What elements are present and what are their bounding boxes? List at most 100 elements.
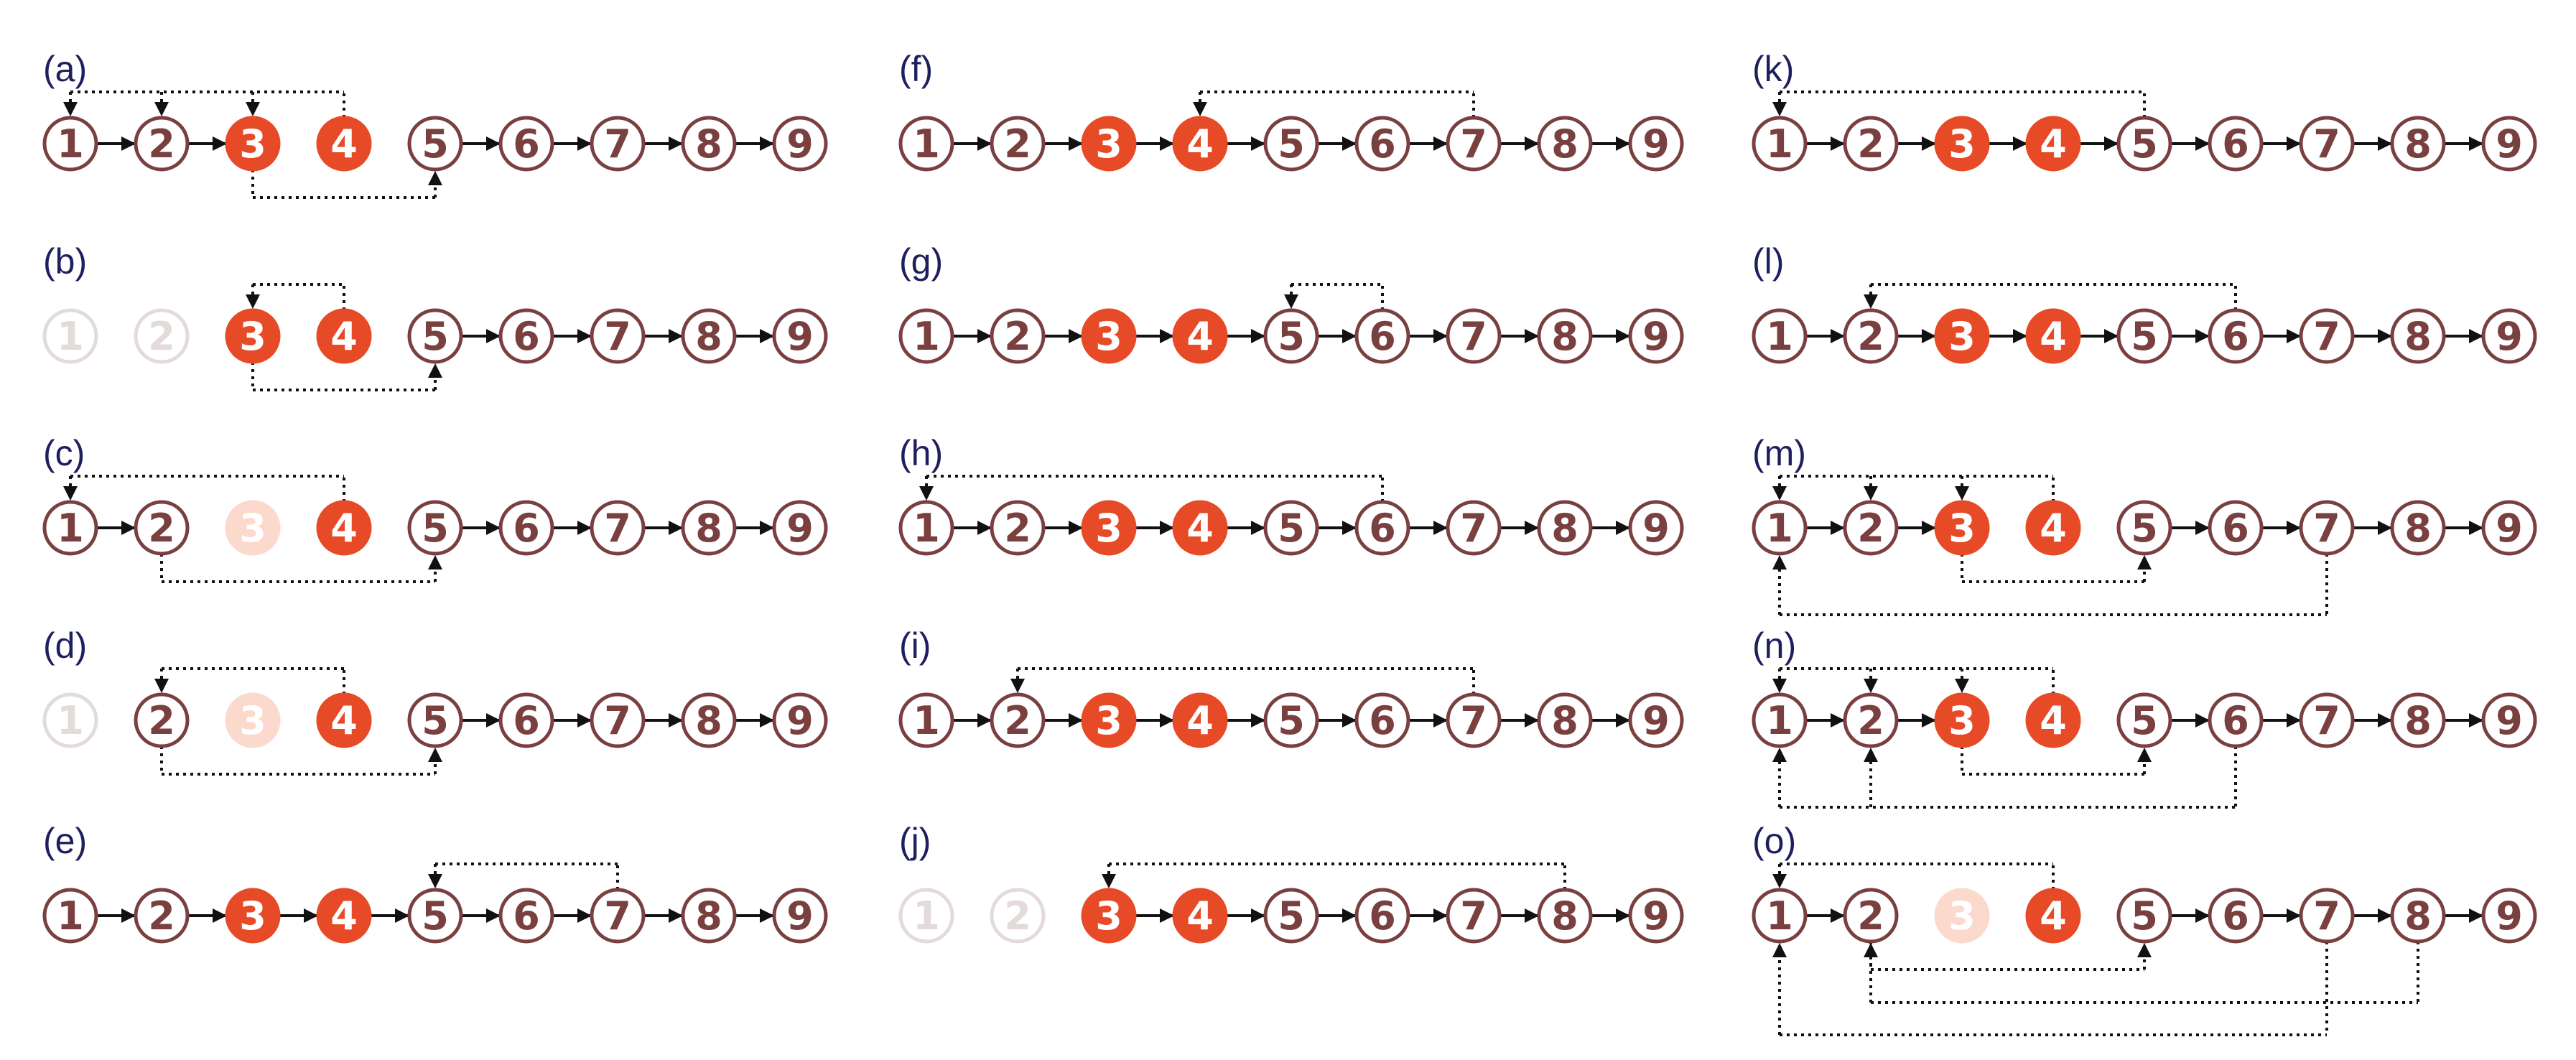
node-number: 8: [695, 698, 722, 743]
node-5: 5: [407, 116, 463, 172]
node-number: 4: [330, 314, 358, 359]
jump-arrowhead: [63, 486, 78, 501]
node-number: 5: [2131, 893, 2158, 939]
node-2: 2: [1843, 692, 1899, 748]
node-number: 9: [1642, 121, 1670, 167]
node-number: 4: [2040, 698, 2067, 743]
node-circle: [990, 692, 1046, 748]
node-circle: [225, 888, 281, 944]
node-5: 5: [1263, 888, 1319, 944]
node-number: 4: [1186, 506, 1214, 551]
node-4: 4: [2025, 500, 2081, 556]
node-circle: [990, 500, 1046, 556]
node-number: 8: [695, 121, 722, 167]
jump-arrowhead: [1864, 748, 1878, 762]
node-8: 8: [2390, 500, 2446, 556]
node-circle: [1537, 116, 1593, 172]
node-circle: [1752, 888, 1808, 944]
node-8: 8: [1537, 308, 1593, 364]
node-4: 4: [316, 692, 372, 748]
node-3: 3: [1934, 116, 1990, 172]
node-circle: [2116, 308, 2172, 364]
node-number: 8: [2404, 506, 2432, 551]
node-number: 7: [2313, 698, 2340, 743]
node-number: 3: [239, 893, 266, 939]
node-6: 6: [2208, 692, 2264, 748]
node-circle: [225, 500, 281, 556]
node-circle: [1354, 500, 1410, 556]
jump-connector: [63, 475, 345, 502]
node-1: 1: [1752, 500, 1808, 556]
node-circle: [681, 500, 737, 556]
node-number: 2: [148, 698, 175, 743]
node-number: 9: [1642, 893, 1670, 939]
node-4: 4: [1172, 308, 1228, 364]
node-7: 7: [2299, 692, 2355, 748]
jump-arrowhead: [1772, 874, 1787, 888]
node-circle: [225, 308, 281, 364]
node-number: 3: [1095, 506, 1122, 551]
node-circle: [1354, 308, 1410, 364]
node-7: 7: [1446, 308, 1502, 364]
node-number: 5: [1278, 893, 1305, 939]
node-6: 6: [498, 308, 554, 364]
node-circle: [1263, 308, 1319, 364]
node-number: 8: [2404, 121, 2432, 167]
node-circle: [316, 308, 372, 364]
node-number: 2: [1857, 893, 1884, 939]
node-number: 7: [1460, 314, 1487, 359]
node-circle: [1354, 692, 1410, 748]
node-9: 9: [772, 500, 828, 556]
node-number: 1: [1766, 506, 1793, 551]
node-circle: [407, 500, 463, 556]
jump-connector: [1772, 746, 2237, 809]
node-number: 1: [1766, 314, 1793, 359]
jump-arrowhead: [428, 171, 442, 185]
node-number: 5: [1278, 314, 1305, 359]
node-1: 1: [42, 692, 98, 748]
node-circle: [772, 500, 828, 556]
node-number: 6: [2222, 314, 2249, 359]
node-number: 8: [695, 314, 722, 359]
node-circle: [2208, 116, 2264, 172]
node-circle: [1934, 692, 1990, 748]
node-number: 7: [2313, 506, 2340, 551]
node-number: 1: [57, 698, 84, 743]
jump-connector: [1772, 90, 2146, 118]
node-6: 6: [498, 500, 554, 556]
node-circle: [1446, 888, 1502, 944]
node-3: 3: [1934, 500, 1990, 556]
node-circle: [1354, 116, 1410, 172]
jump-arrowhead: [1284, 294, 1298, 309]
jump-arrowhead: [919, 486, 934, 501]
node-5: 5: [2116, 500, 2172, 556]
node-2: 2: [1843, 888, 1899, 944]
node-number: 3: [239, 506, 266, 551]
node-number: 1: [913, 121, 940, 167]
node-number: 1: [57, 121, 84, 167]
node-circle: [990, 116, 1046, 172]
node-number: 6: [2222, 893, 2249, 939]
jump-arrowhead: [1772, 748, 1787, 762]
node-number: 2: [148, 121, 175, 167]
node-number: 5: [422, 698, 449, 743]
node-circle: [42, 500, 98, 556]
node-circle: [1446, 116, 1502, 172]
node-9: 9: [2481, 692, 2537, 748]
node-circle: [1752, 116, 1808, 172]
node-circle: [1628, 888, 1684, 944]
node-number: 6: [513, 121, 540, 167]
node-8: 8: [681, 116, 737, 172]
node-number: 6: [2222, 121, 2249, 167]
node-circle: [590, 116, 646, 172]
node-7: 7: [1446, 500, 1502, 556]
node-4: 4: [316, 888, 372, 944]
panel-label: (h): [899, 433, 943, 473]
node-1: 1: [898, 500, 954, 556]
panel-label: (k): [1752, 49, 1794, 89]
jump-connector: [1864, 283, 2237, 310]
node-7: 7: [2299, 116, 2355, 172]
